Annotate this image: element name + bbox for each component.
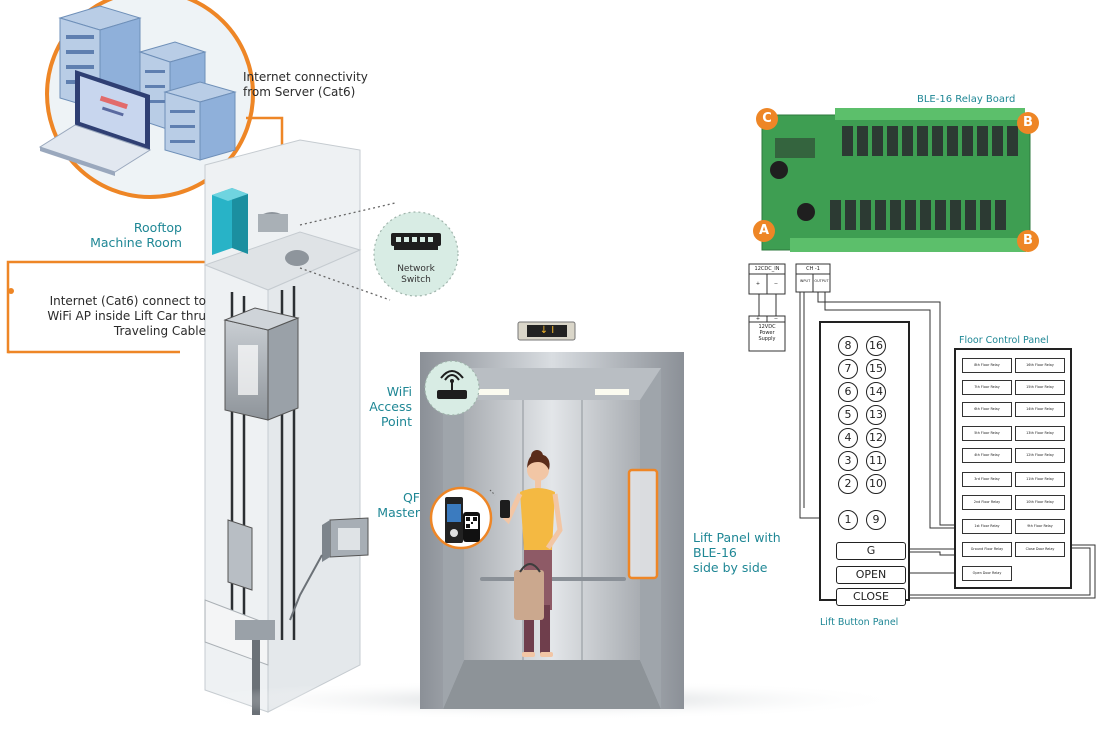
floor-button[interactable]: 2 [838,474,858,494]
floor-button[interactable]: 16 [866,336,886,356]
floor-button[interactable]: 15 [866,359,886,379]
psu-plus: + [755,316,761,322]
label-line: 12VDC [758,324,776,330]
label-cat6-traveling-cable: Internet (Cat6) connect to WiFi AP insid… [18,294,206,339]
relay-cell: 2nd Floor Relay [962,495,1012,510]
relay-cell: 7th Floor Relay [962,380,1012,395]
relay-cell: Open Door Relay [962,566,1012,581]
lift-button-title: Lift Button Panel [820,617,899,628]
relay-cell: 3rd Floor Relay [962,472,1012,487]
label-line: Machine Room [90,235,182,250]
label-line: Power [759,330,775,336]
floor-button[interactable]: 10 [866,474,886,494]
relay-board [761,108,1031,252]
relay-cell: 12th Floor Relay [1015,448,1065,463]
close-door-button[interactable]: CLOSE [836,588,906,606]
wifi-access-point [424,360,480,416]
relay-cell: 5th Floor Relay [962,426,1012,441]
label-qf-master: QF Master [360,490,420,520]
label-line: Access [369,399,412,414]
relay-cell: 15th Floor Relay [1015,380,1065,395]
relay-cell: 8th Floor Relay [962,358,1012,373]
relay-cell: 9th Floor Relay [1015,519,1065,534]
ch1-output-label: OUTPUT [814,279,829,283]
label-wifi-access-point: WiFi Access Point [350,384,412,429]
terminal-ch1-label: CH -1 [806,266,820,272]
label-line: BLE-16 [693,545,737,560]
label-line: Internet connectivity [243,70,368,84]
relay-cell: 11th Floor Relay [1015,472,1065,487]
floor-button[interactable]: 13 [866,405,886,425]
cat6-bullet [8,288,14,294]
passenger-figure [500,450,563,657]
terminal-12vdc-label: 12CDC_IN [754,266,780,272]
relay-cell: 4th Floor Relay [962,448,1012,463]
psu-minus: − [773,316,779,322]
label-line: from Server (Cat6) [243,85,356,99]
label-line: Supply [758,336,776,342]
label-lift-panel-ble16: Lift Panel with BLE-16 side by side [693,530,781,575]
badge-c: C [756,108,778,130]
terminal-minus: − [773,281,779,287]
terminal-plus: + [755,281,761,287]
zoom-lines [299,202,396,301]
floor-control-title: Floor Control Panel [959,335,1049,346]
open-door-button[interactable]: OPEN [836,566,906,584]
label-line: Lift Panel with [693,530,781,545]
floor-button[interactable]: 5 [838,405,858,425]
relay-cell: 13th Floor Relay [1015,426,1065,441]
label-line: Point [380,414,412,429]
label-line: Master [377,505,420,520]
network-switch [373,211,459,297]
relay-cell: Close Door Relay [1015,542,1065,557]
label-line: WiFi [386,384,412,399]
label-line: Internet (Cat6) connect to [49,294,206,308]
psu-label: 12VDC Power Supply [749,324,785,342]
label-line: WiFi AP inside Lift Car thru [47,309,206,323]
wiring [758,292,1096,599]
label-network-switch: Network Switch [391,264,441,286]
floor-indicator-display: ↓ I [539,325,555,336]
label-line: Network [397,264,435,274]
label-line: Traveling Cable [113,324,206,338]
relay-cell: 6th Floor Relay [962,402,1012,417]
floor-button[interactable]: 11 [866,451,886,471]
badge-a: A [753,220,775,242]
label-rooftop: Rooftop Machine Room [90,220,182,250]
elevator-shaft [203,139,369,715]
label-internet-server: Internet connectivity from Server (Cat6) [243,70,368,100]
ground-floor-button[interactable]: G [836,542,906,560]
label-line: QF [402,490,420,505]
label-line: Rooftop [133,220,182,235]
floor-button[interactable]: 12 [866,428,886,448]
label-line: side by side [693,560,768,575]
relay-cell: Ground Floor Relay [962,542,1012,557]
relay-cell: 16th Floor Relay [1015,358,1065,373]
badge-b-top: B [1017,112,1039,134]
qf-master-device [429,486,496,550]
floor-button[interactable]: 3 [838,451,858,471]
floor-button[interactable]: 8 [838,336,858,356]
relay-cell: 1st Floor Relay [962,519,1012,534]
relay-board-title: BLE-16 Relay Board [917,94,1016,105]
floor-button[interactable]: 9 [866,510,886,530]
badge-b-bottom: B [1017,230,1039,252]
ch1-input-label: INPUT [799,279,811,283]
floor-button[interactable]: 7 [838,359,858,379]
floor-button[interactable]: 4 [838,428,858,448]
floor-button[interactable]: 6 [838,382,858,402]
floor-button[interactable]: 1 [838,510,858,530]
terminal-blocks [748,263,831,352]
server-laptop-illustration [38,0,255,199]
relay-cell: 14th Floor Relay [1015,402,1065,417]
label-line: Switch [401,275,431,285]
floor-button[interactable]: 14 [866,382,886,402]
relay-cell: 10th Floor Relay [1015,495,1065,510]
